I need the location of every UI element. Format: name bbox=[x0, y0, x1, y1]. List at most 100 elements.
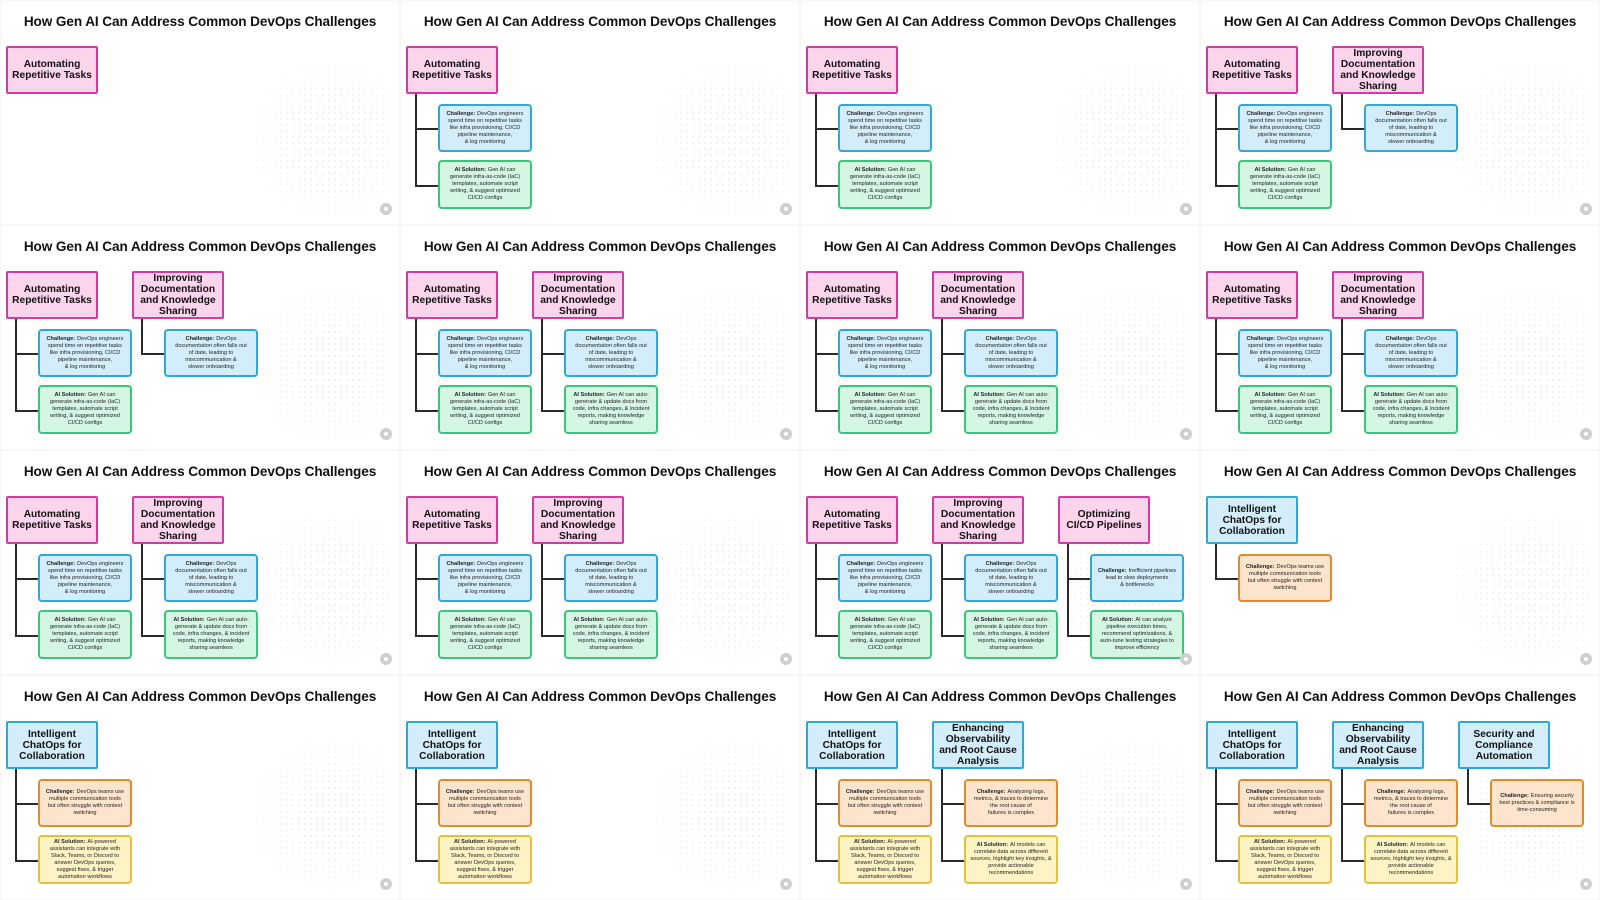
connector-branch bbox=[1215, 353, 1238, 355]
category-box-documentation: Improving Documentation and Knowledge Sh… bbox=[1332, 46, 1424, 94]
challenge-card: Challenge:Ensuring security best practic… bbox=[1490, 779, 1584, 827]
category-label: Automating Repetitive Tasks bbox=[12, 59, 92, 81]
solution-card: AI Solution:Gen AI can generate infra-as… bbox=[438, 160, 532, 209]
category-box-automating: Automating Repetitive Tasks bbox=[6, 496, 98, 544]
solution-card: AI Solution:Gen AI can auto- generate & … bbox=[564, 385, 658, 434]
frame-title: How Gen AI Can Address Common DevOps Cha… bbox=[23, 464, 377, 479]
watermark-icon bbox=[1580, 878, 1592, 890]
solution-card: AI Solution:AI models can correlate data… bbox=[964, 835, 1058, 884]
challenge-text: Challenge:DevOps documentation often fal… bbox=[575, 336, 647, 371]
category-label: Automating Repetitive Tasks bbox=[12, 284, 92, 306]
solution-body: AI models can correlate data across diff… bbox=[1370, 842, 1452, 876]
connector-line bbox=[141, 319, 143, 354]
challenge-body: DevOps documentation often falls out of … bbox=[175, 560, 247, 595]
category-box-cicd: Optimizing CI/CD Pipelines bbox=[1058, 496, 1150, 544]
challenge-body: DevOps documentation often falls out of … bbox=[1375, 335, 1447, 370]
solution-body: Gen AI can generate infra-as-code (IaC) … bbox=[49, 392, 121, 426]
challenge-body: DevOps engineers spend time on repetitiv… bbox=[1247, 110, 1324, 145]
solution-label: AI Solution: bbox=[573, 392, 605, 398]
solution-body: Gen AI can generate infra-as-code (IaC) … bbox=[1249, 167, 1321, 201]
solution-label: AI Solution: bbox=[1101, 617, 1134, 623]
challenge-body: DevOps engineers spend time on repetitiv… bbox=[47, 560, 124, 595]
solution-text: AI Solution:AI models can correlate data… bbox=[1370, 842, 1451, 877]
solution-card: AI Solution:Gen AI can generate infra-as… bbox=[838, 385, 932, 434]
solution-card: AI Solution:Gen AI can generate infra-as… bbox=[1238, 385, 1332, 434]
challenge-card: Challenge:DevOps engineers spend time on… bbox=[438, 329, 532, 377]
challenge-body: DevOps documentation often falls out of … bbox=[175, 335, 247, 370]
challenge-label: Challenge: bbox=[985, 560, 1015, 567]
challenge-text: Challenge:DevOps engineers spend time on… bbox=[847, 111, 924, 146]
challenge-body: DevOps documentation often falls out of … bbox=[575, 560, 647, 595]
connector-branch bbox=[141, 578, 164, 580]
connector-line bbox=[1215, 94, 1217, 186]
solution-label: AI Solution: bbox=[854, 392, 886, 398]
challenge-text: Challenge:Inefficient pipelines lead to … bbox=[1098, 568, 1176, 589]
solution-text: AI Solution:AI-powered assistants can in… bbox=[50, 839, 120, 881]
connector-branch bbox=[815, 859, 838, 862]
category-box-automating: Automating Repetitive Tasks bbox=[806, 46, 898, 94]
category-box-security: Security and Compliance Automation bbox=[1458, 721, 1550, 769]
connector-branch bbox=[415, 184, 438, 187]
solution-card: AI Solution:AI can analyze pipeline exec… bbox=[1090, 610, 1184, 659]
challenge-card: Challenge:DevOps engineers spend time on… bbox=[838, 554, 932, 602]
challenge-label: Challenge: bbox=[976, 789, 1006, 795]
connector-branch bbox=[541, 409, 564, 412]
connector-branch bbox=[15, 803, 38, 805]
challenge-body: Analyzing logs, metrics, & traces to det… bbox=[1373, 789, 1449, 816]
solution-body: AI-powered assistants can integrate with… bbox=[1249, 838, 1321, 880]
solution-label: AI Solution: bbox=[454, 838, 486, 845]
category-label: Intelligent ChatOps for Collaboration bbox=[819, 728, 885, 762]
solution-card: AI Solution:Gen AI can generate infra-as… bbox=[38, 610, 132, 659]
category-box-documentation: Improving Documentation and Knowledge Sh… bbox=[932, 496, 1024, 544]
challenge-body: Inefficient pipelines lead to slow deplo… bbox=[1105, 567, 1177, 588]
storyboard-frame: How Gen AI Can Address Common DevOps Cha… bbox=[800, 0, 1200, 225]
solution-body: AI-powered assistants can integrate with… bbox=[449, 838, 521, 880]
solution-body: Gen AI can generate infra-as-code (IaC) … bbox=[449, 392, 521, 426]
challenge-text: Challenge:DevOps documentation often fal… bbox=[975, 336, 1047, 371]
connector-branch bbox=[941, 634, 964, 637]
challenge-text: Challenge:DevOps documentation often fal… bbox=[175, 561, 247, 596]
connector-branch bbox=[415, 578, 438, 580]
category-label: Automating Repetitive Tasks bbox=[812, 284, 892, 306]
challenge-text: Challenge:DevOps engineers spend time on… bbox=[1247, 336, 1324, 371]
solution-text: AI Solution:AI-powered assistants can in… bbox=[1250, 839, 1320, 881]
connector-line bbox=[15, 544, 17, 636]
challenge-text: Challenge:DevOps teams use multiple comm… bbox=[846, 789, 924, 817]
challenge-text: Challenge:DevOps teams use multiple comm… bbox=[1246, 789, 1324, 817]
category-label: Improving Documentation and Knowledge Sh… bbox=[540, 273, 616, 317]
category-box-observability: Enhancing Observability and Root Cause A… bbox=[1332, 721, 1424, 769]
connector-branch bbox=[815, 803, 838, 805]
connector-branch bbox=[15, 353, 38, 355]
connector-line bbox=[541, 544, 543, 636]
watermark-icon bbox=[380, 653, 392, 665]
challenge-text: Challenge:DevOps engineers spend time on… bbox=[1247, 111, 1324, 146]
category-box-automating: Automating Repetitive Tasks bbox=[6, 271, 98, 319]
challenge-card: Challenge:DevOps engineers spend time on… bbox=[838, 104, 932, 152]
connector-branch bbox=[15, 859, 38, 862]
challenge-label: Challenge: bbox=[46, 335, 76, 342]
connector-line bbox=[1341, 769, 1343, 861]
watermark-icon bbox=[380, 428, 392, 440]
challenge-label: Challenge: bbox=[1245, 789, 1275, 795]
challenge-label: Challenge: bbox=[846, 110, 876, 117]
challenge-label: Challenge: bbox=[1376, 789, 1406, 795]
challenge-body: DevOps engineers spend time on repetitiv… bbox=[847, 110, 924, 145]
challenge-card: Challenge:DevOps teams use multiple comm… bbox=[38, 779, 132, 827]
challenge-label: Challenge: bbox=[845, 789, 875, 795]
connector-branch bbox=[941, 578, 964, 580]
solution-card: AI Solution:Gen AI can auto- generate & … bbox=[964, 610, 1058, 659]
solution-text: AI Solution:Gen AI can generate infra-as… bbox=[50, 617, 120, 652]
solution-label: AI Solution: bbox=[54, 838, 86, 845]
challenge-card: Challenge:DevOps engineers spend time on… bbox=[438, 104, 532, 152]
challenge-label: Challenge: bbox=[1385, 335, 1415, 342]
challenge-card: Challenge:DevOps documentation often fal… bbox=[564, 329, 658, 377]
solution-card: AI Solution:Gen AI can generate infra-as… bbox=[438, 385, 532, 434]
connector-branch bbox=[1467, 803, 1490, 805]
solution-card: AI Solution:AI-powered assistants can in… bbox=[838, 835, 932, 884]
solution-text: AI Solution:Gen AI can generate infra-as… bbox=[850, 617, 920, 652]
frame-title: How Gen AI Can Address Common DevOps Cha… bbox=[1223, 464, 1577, 479]
connector-branch bbox=[141, 353, 164, 355]
solution-text: AI Solution:Gen AI can generate infra-as… bbox=[50, 392, 120, 427]
challenge-text: Challenge:DevOps engineers spend time on… bbox=[447, 111, 524, 146]
background-dot-pattern bbox=[1442, 500, 1592, 665]
